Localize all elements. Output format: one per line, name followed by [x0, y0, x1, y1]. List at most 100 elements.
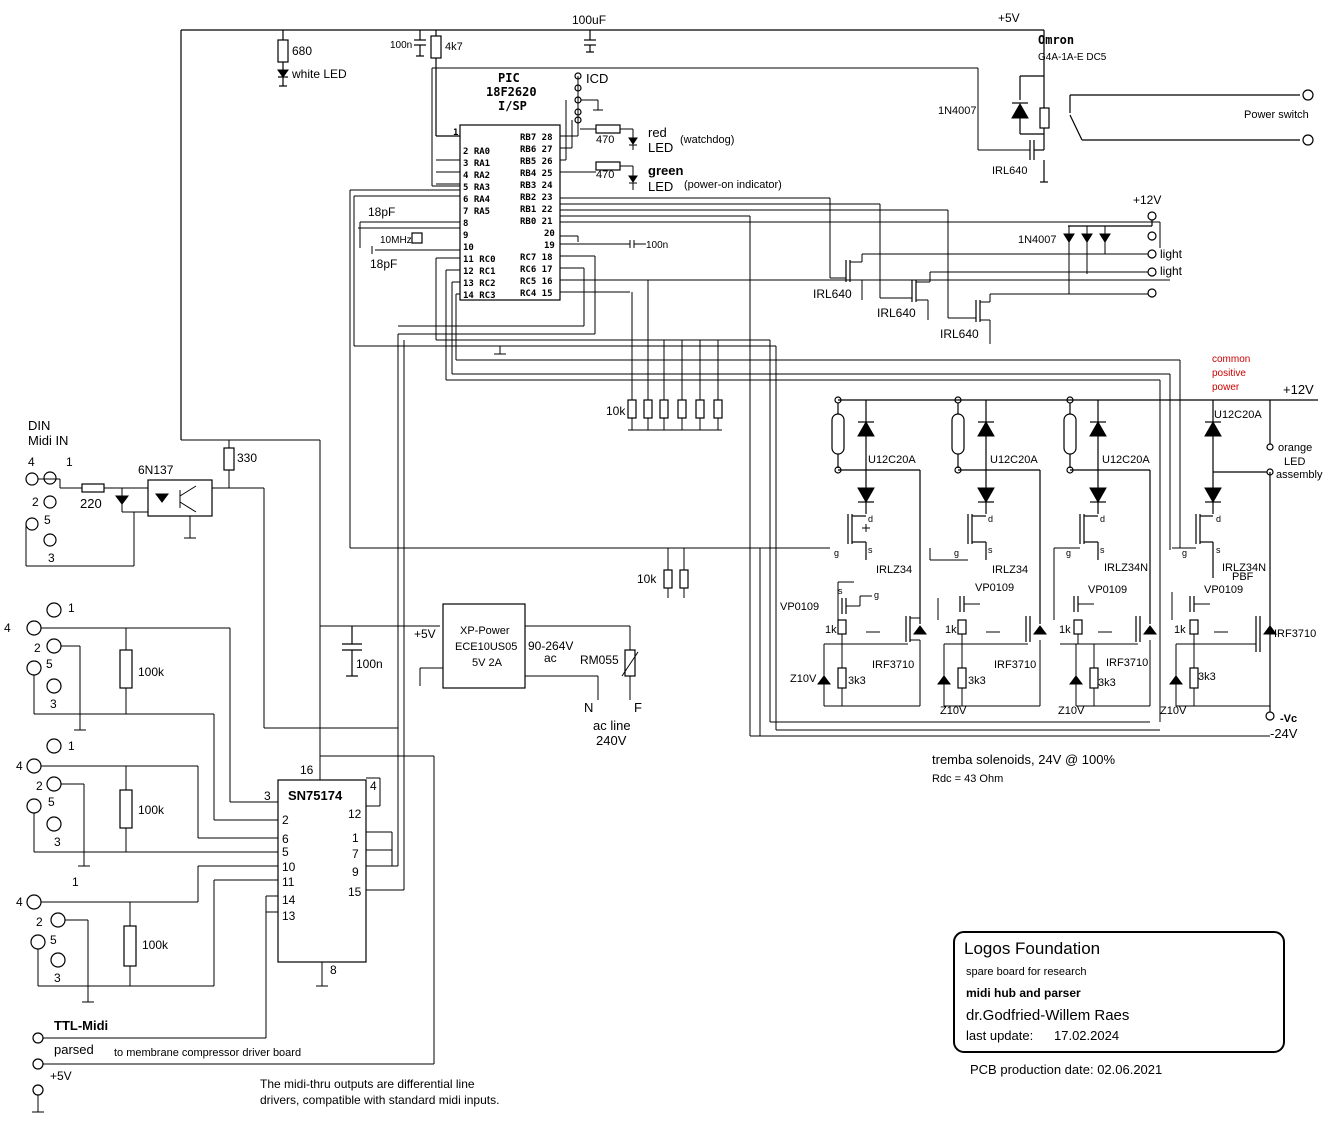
pic-pin-15: RC4 15	[520, 289, 553, 299]
irlz34n-4-label: IRLZ34N	[1222, 562, 1266, 574]
sn-pin-13: 13	[282, 909, 296, 923]
plus12v-top-label: +12V	[1133, 193, 1161, 207]
cap-4k7-branch: 100n 4k7	[390, 30, 463, 137]
pin-d-3: d	[1100, 514, 1105, 524]
sn-pin-10: 10	[282, 860, 296, 874]
cap-18pf-b-label: 18pF	[370, 257, 397, 271]
thru1-pin-5: 5	[46, 657, 53, 671]
pin-s-1b: s	[838, 586, 843, 596]
thru2-pin-2: 2	[36, 779, 43, 793]
sn75174-chip: SN75174 16 3 4 12 2 1 6 7 5 9 10 11 15 1…	[264, 760, 404, 1038]
irf3710-1-label: IRF3710	[872, 659, 914, 671]
led-b-label: LED	[648, 179, 673, 194]
pin-d-2: d	[988, 514, 993, 524]
res-1k-2-label: 1k	[945, 624, 957, 636]
title-author: dr.Godfried-Willem Raes	[966, 1007, 1129, 1024]
pic-pin-13: 13 RC2	[463, 279, 496, 289]
driver-stage-2: U12C20A d s g IRLZ34 VP0109 1k IRF3710 Z…	[930, 396, 1047, 717]
pic-pin-22: RB1 22	[520, 205, 553, 215]
midi-thru-2: 1 4 2 5 3 100k	[16, 738, 278, 867]
thru2-res-label: 100k	[138, 803, 165, 817]
irl640-relay-label: IRL640	[992, 165, 1027, 177]
cap-100n-pic-label: 100n	[646, 240, 668, 251]
u12c20a-1-label: U12C20A	[868, 454, 916, 466]
watchdog-label: (watchdog)	[680, 134, 734, 146]
pic-pin-17: RC6 17	[520, 265, 553, 275]
crystal-label: 10MHz	[380, 235, 412, 246]
pic-pin-11: 11 RC0	[463, 255, 496, 265]
midi-in-pin-3: 3	[48, 551, 55, 565]
pin-d-1: d	[868, 514, 873, 524]
pic-pin-14: 14 RC3	[463, 291, 496, 301]
irl640-b-label: IRL640	[877, 306, 916, 320]
xp-line1: XP-Power	[460, 625, 510, 637]
pic-pin-24: RB3 24	[520, 181, 553, 191]
thru1-res-label: 100k	[138, 665, 165, 679]
z10v-1-label: Z10V	[790, 673, 817, 685]
midi-in-pin-5: 5	[44, 513, 51, 527]
vc-label: -Vc	[1280, 713, 1297, 725]
xp-line2: ECE10US05	[455, 641, 517, 653]
thru1-pin-4: 4	[4, 621, 11, 635]
diode-1n4007-a-label: 1N4007	[938, 105, 977, 117]
irl640-c-label: IRL640	[940, 327, 979, 341]
res-3k3-2-label: 3k3	[968, 675, 986, 687]
res-1k-4-label: 1k	[1174, 624, 1186, 636]
pic-pin-28: RB7 28	[520, 133, 553, 143]
plus5v-bottom-label: +5V	[50, 1069, 72, 1083]
red-label: red	[648, 125, 667, 140]
tremba-label: tremba solenoids, 24V @ 100%	[932, 752, 1115, 767]
cap-100uf-label: 100uF	[572, 13, 606, 27]
pic-pin-23: RB2 23	[520, 193, 553, 203]
irf3710-3-label: IRF3710	[1106, 657, 1148, 669]
parsed-label: parsed	[54, 1042, 94, 1057]
pic-pin-1: 1	[453, 128, 458, 138]
sn-pin-7: 7	[352, 847, 359, 861]
res-10k-b-label: 10k	[637, 572, 657, 586]
midi-in-pin-2: 2	[32, 495, 39, 509]
midi-in: DIN Midi IN 4 1 2 5 3 220 6N137 330	[25, 418, 398, 760]
status-leds: 470 red LED (watchdog) 470 green LED (po…	[595, 124, 782, 194]
notes: The midi-thru outputs are differential l…	[260, 752, 1162, 1107]
sn-pin-1: 1	[352, 831, 359, 845]
title-subtitle: spare board for research	[966, 966, 1086, 978]
icd-header: ICD	[574, 71, 608, 124]
u12c20a-3-label: U12C20A	[1102, 454, 1150, 466]
positive-label: positive	[1212, 368, 1246, 379]
ac-range-label: 90-264V	[528, 639, 573, 653]
ttl-midi-label: TTL-Midi	[54, 1018, 108, 1033]
plus5v-top-label: +5V	[998, 11, 1020, 25]
res-470-a-label: 470	[596, 134, 614, 146]
top-rail: 100uF +5V	[180, 11, 1045, 440]
title-org: Logos Foundation	[964, 939, 1100, 958]
led-assy1-label: LED	[1284, 456, 1305, 468]
minus24v-label: -24V	[1270, 726, 1298, 741]
sn-pin-5: 5	[282, 845, 289, 859]
irf3710-2-label: IRF3710	[994, 659, 1036, 671]
title-block: Logos Foundation spare board for researc…	[953, 931, 1285, 1053]
vp0109-2-label: VP0109	[975, 582, 1014, 594]
light-drivers: +12V 1N4007 light light IRL640 IRL640 IR…	[813, 193, 1183, 344]
pin-s-3: s	[1100, 545, 1105, 555]
title-update-label: last update:	[966, 1028, 1033, 1043]
pic-pin-20: 20	[544, 229, 555, 239]
thru3-pin-4: 4	[16, 895, 23, 909]
pic-part: 18F2620	[486, 85, 537, 99]
plus12v-rail-label: +12V	[1283, 382, 1314, 397]
pin-s-4: s	[1216, 545, 1221, 555]
pin-d-4: d	[1216, 514, 1221, 524]
thru3-pin-1: 1	[72, 875, 79, 889]
z10v-4-label: Z10V	[1160, 705, 1187, 717]
ac-line-label: ac line	[593, 718, 631, 733]
common-label: common	[1212, 354, 1250, 365]
oscillator: 18pF 10MHz 18pF 100n	[358, 205, 668, 271]
midi-in-label: Midi IN	[28, 433, 68, 448]
driver-stage-1: U12C20A d s g IRLZ34 VP0109 s g 1k IRF37…	[780, 396, 927, 707]
irl640-a-label: IRL640	[813, 287, 852, 301]
thru1-pin-1: 1	[68, 601, 75, 615]
ac-label: ac	[544, 651, 557, 665]
res-3k3-1-label: 3k3	[848, 675, 866, 687]
pic-pin-12: 12 RC1	[463, 267, 496, 277]
psu: +5V 100n XP-Power ECE10US05 5V 2A 90-264…	[320, 603, 642, 748]
power-on-label: (power-on indicator)	[684, 179, 782, 191]
